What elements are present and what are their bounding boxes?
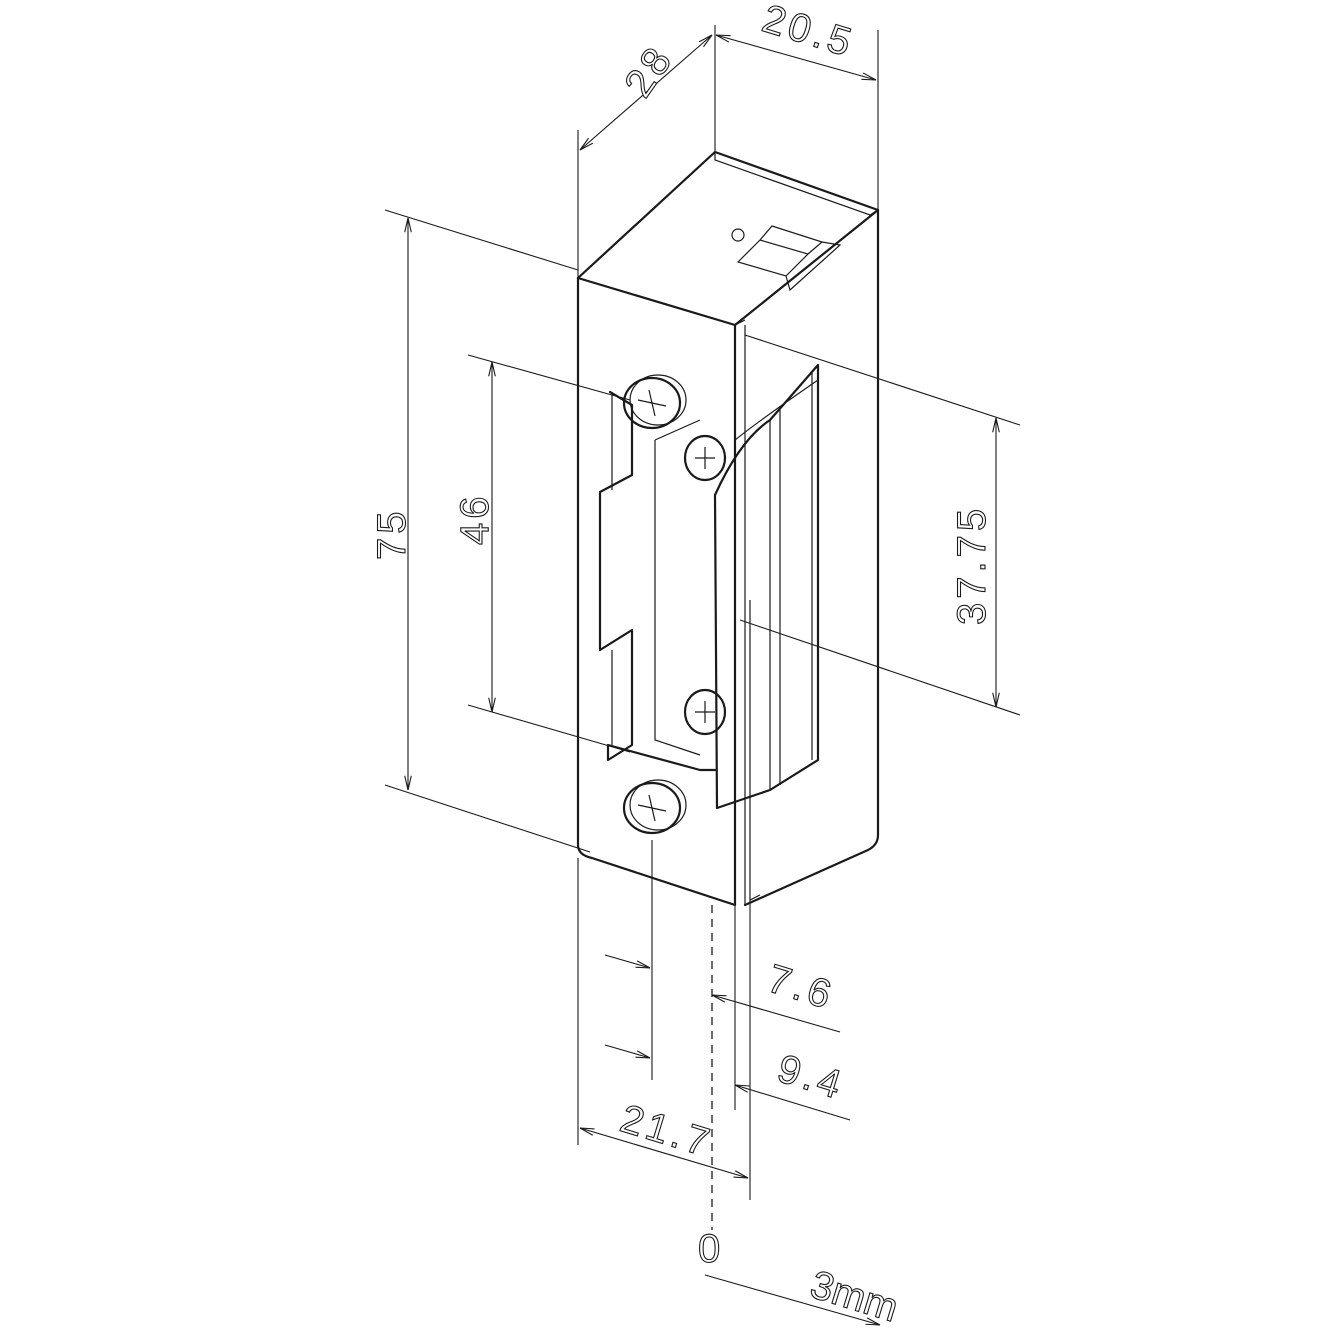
dim-plate-width: 21.7 xyxy=(615,1097,718,1167)
screw-icon xyxy=(683,688,727,736)
top-hole xyxy=(731,228,745,242)
top-face xyxy=(576,150,880,907)
screws xyxy=(622,374,727,835)
top-front-edge xyxy=(576,208,880,327)
faceplate-cutout xyxy=(598,390,717,772)
dimension-labels: 28 20.5 75 46 37.75 7.6 9.4 21.7 0 3mm xyxy=(369,0,994,1330)
dim-screw-spacing: 46 xyxy=(453,493,497,546)
dim-latch-center: 37.75 xyxy=(950,505,994,625)
dim-plate-height: 75 xyxy=(370,508,414,561)
screw-icon xyxy=(683,434,727,482)
dim-offset-a: 7.6 xyxy=(762,957,840,1019)
dim-zero: 0 xyxy=(698,1227,724,1271)
screw-icon xyxy=(622,779,687,835)
strike-body xyxy=(576,150,880,907)
top-slot xyxy=(736,225,842,292)
dim-depth: 28 xyxy=(616,37,682,105)
front-plate xyxy=(576,276,737,907)
dim-width: 20.5 xyxy=(757,0,860,66)
dim-adjust: 3mm xyxy=(805,1263,903,1330)
latch xyxy=(713,363,820,810)
dim-offset-b: 9.4 xyxy=(772,1047,850,1109)
dimension-lines xyxy=(384,25,1021,1325)
screw-icon xyxy=(622,374,687,430)
